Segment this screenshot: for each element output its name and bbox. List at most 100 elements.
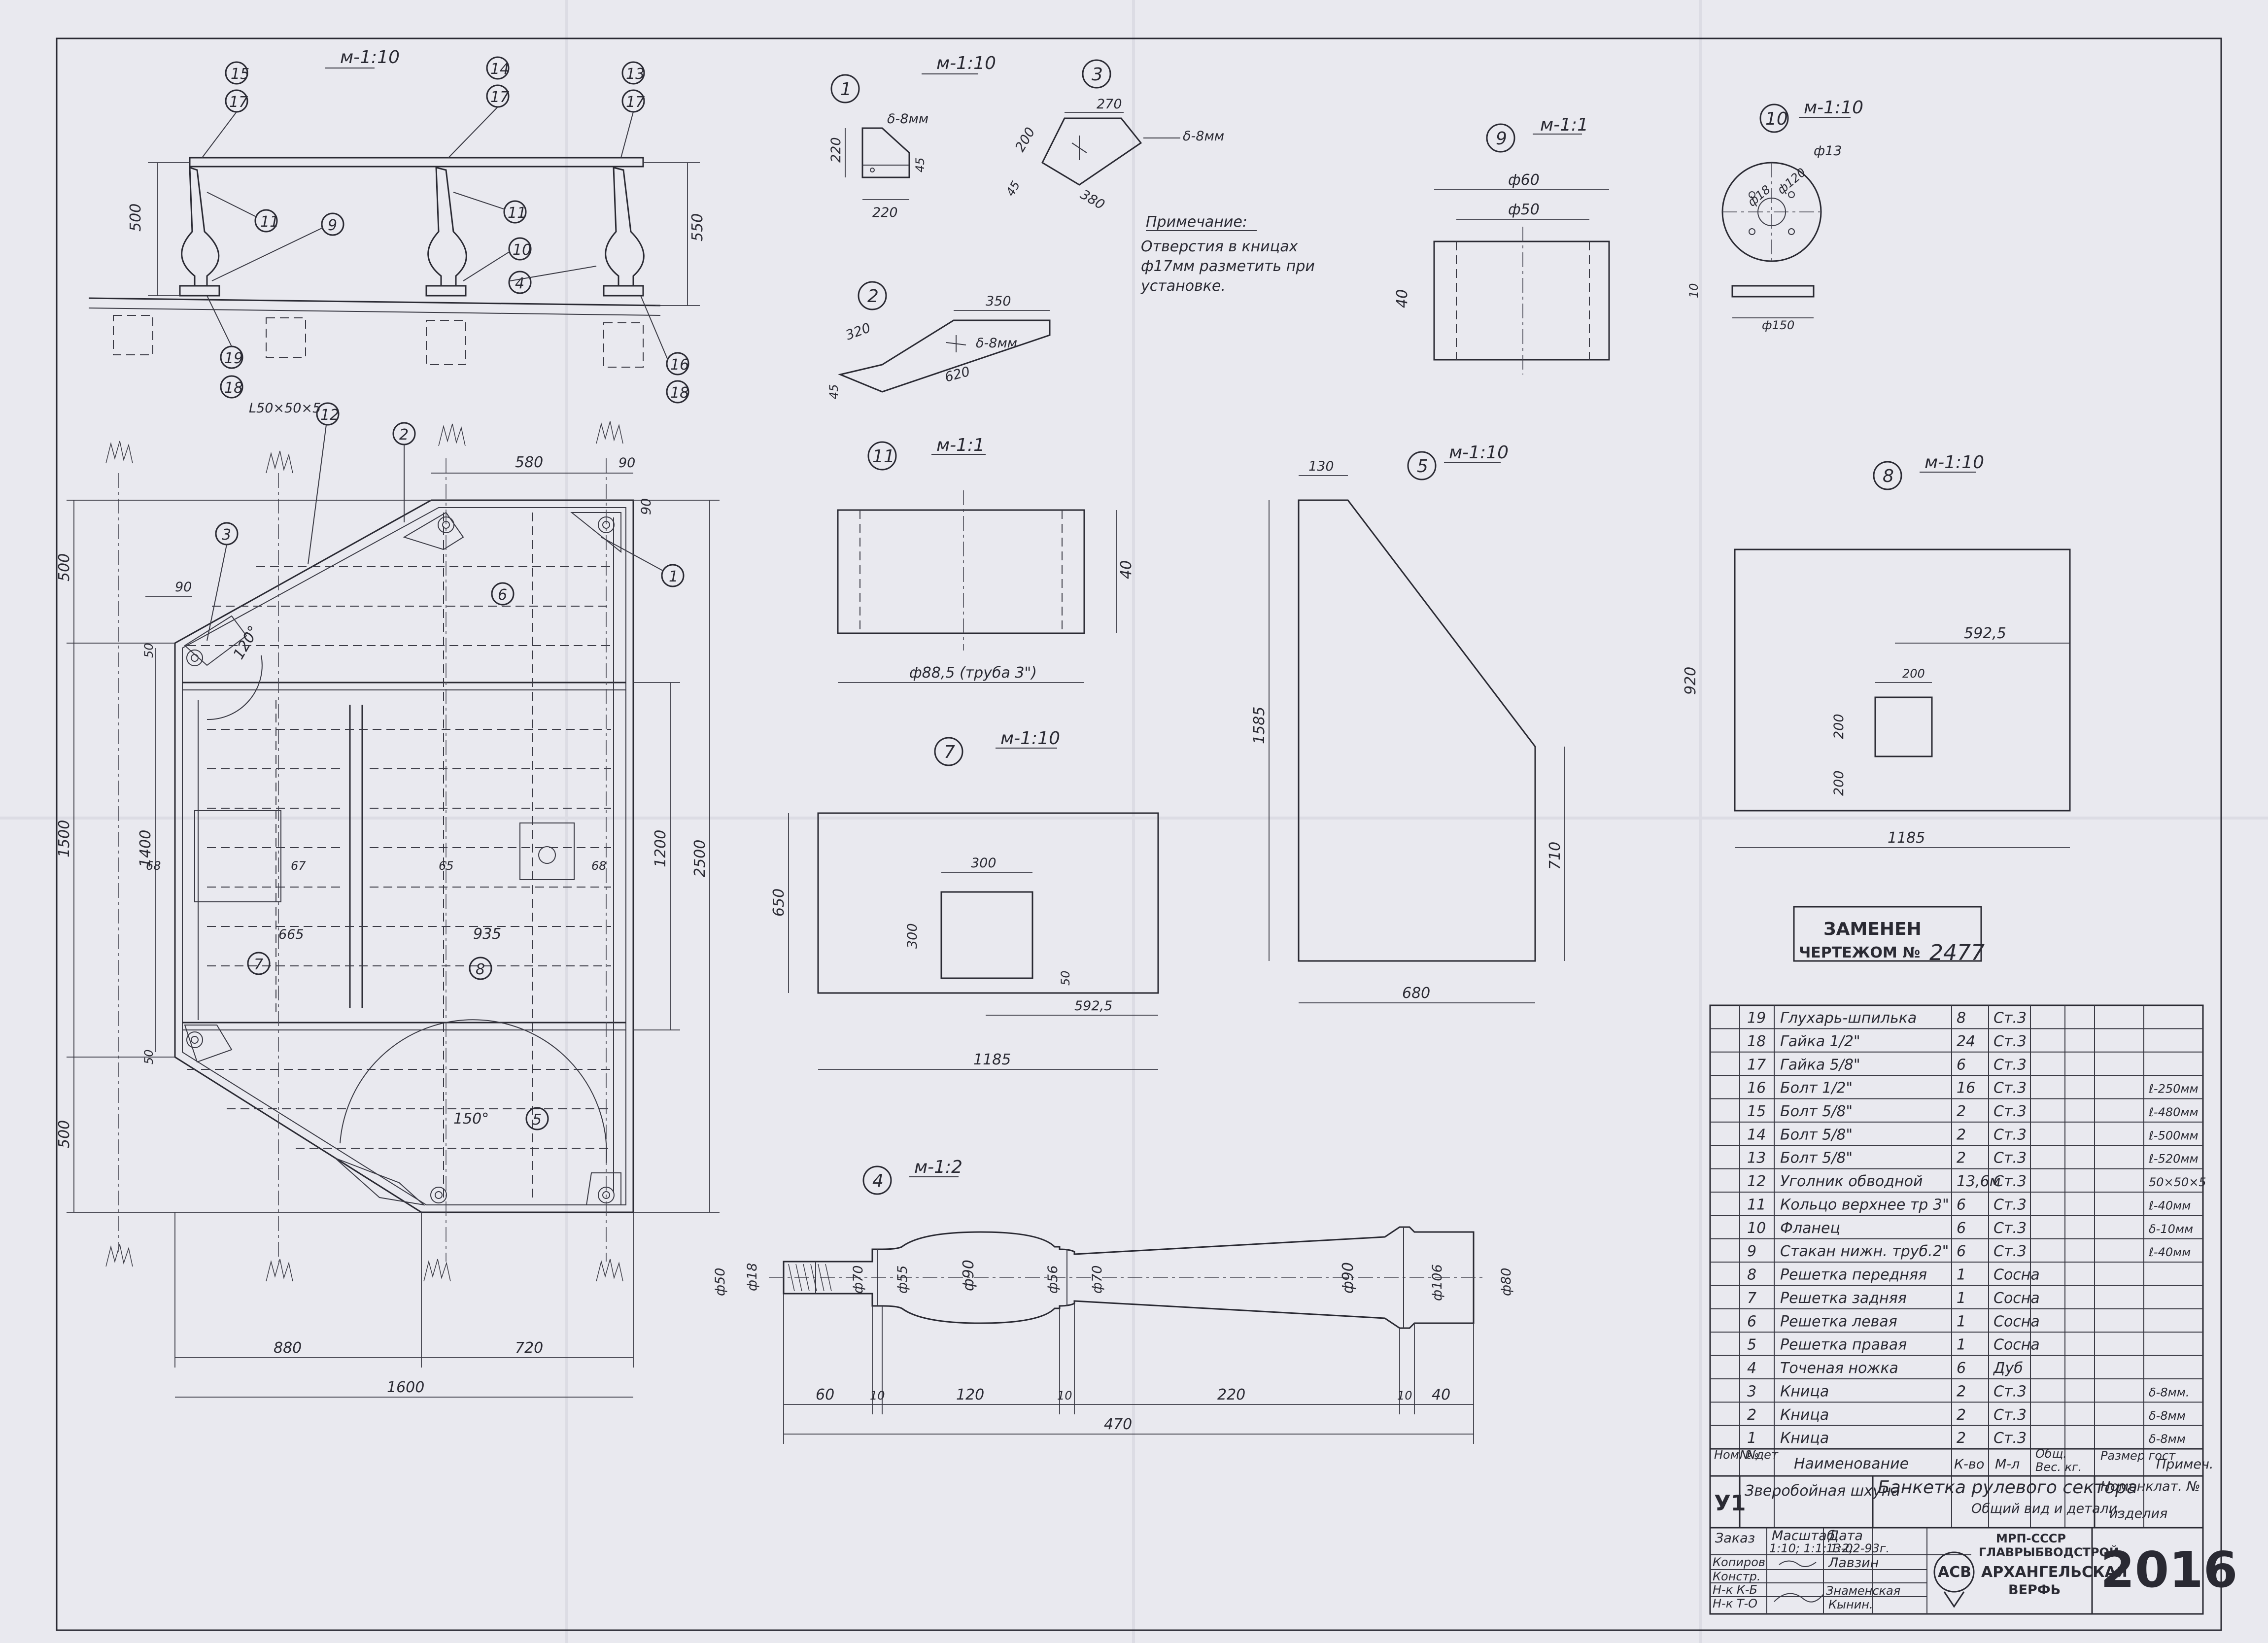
drawing-number: 2016	[2100, 1541, 2237, 1599]
svg-text:δ-8мм: δ-8мм	[1183, 129, 1224, 144]
part-name: Решетка левая	[1780, 1313, 1897, 1330]
svg-text:изделия: изделия	[2109, 1506, 2167, 1521]
svg-text:40: 40	[1394, 289, 1411, 308]
part-qty: 2	[1957, 1430, 1966, 1447]
svg-text:м-1:10: м-1:10	[1000, 728, 1060, 749]
detail-5: 5 м-1:10 130 1585 710 680	[1251, 443, 1565, 1003]
svg-text:Кынин.: Кынин.	[1828, 1598, 1873, 1611]
svg-text:установке.: установке.	[1140, 277, 1226, 295]
svg-text:10: 10	[513, 241, 531, 259]
svg-text:592,5: 592,5	[1074, 998, 1112, 1014]
part-name: Уголник обводной	[1780, 1173, 1923, 1190]
detail-3: 3 270 200 δ-8мм 45 380	[1003, 59, 1224, 213]
svg-text:МРП-СССР: МРП-СССР	[1996, 1532, 2066, 1545]
svg-text:200: 200	[1902, 667, 1925, 681]
part-number: 12	[1747, 1173, 1766, 1190]
part-name: Кница	[1780, 1383, 1829, 1400]
svg-text:ф60: ф60	[1508, 171, 1540, 189]
svg-text:ф90: ф90	[960, 1260, 977, 1291]
svg-text:68: 68	[146, 859, 161, 873]
detail-4: 4 м-1:2 ф50 ф18 ф70 ф55 ф90 ф56 ф70 ф90 …	[713, 1157, 1514, 1444]
svg-text:δ-8мм: δ-8мм	[887, 111, 928, 127]
svg-text:ГЛАВРЫБВОДСТРОЙ: ГЛАВРЫБВОДСТРОЙ	[1979, 1545, 2119, 1559]
svg-text:10: 10	[1057, 1389, 1072, 1403]
part-qty: 1	[1957, 1266, 1966, 1284]
part-number: 11	[1747, 1196, 1766, 1213]
part-number: 2	[1747, 1406, 1756, 1424]
part-qty: 6	[1957, 1196, 1966, 1213]
svg-text:м-1:1: м-1:1	[1540, 115, 1588, 135]
part-note: ℓ-250мм	[2148, 1082, 2199, 1096]
part-name: Болт 5/8"	[1780, 1150, 1853, 1167]
svg-text:1585: 1585	[1251, 707, 1268, 744]
part-name: Решетка задняя	[1780, 1290, 1907, 1307]
part-qty: 1	[1957, 1336, 1966, 1354]
part-material: Ст.3	[1993, 1173, 2027, 1190]
svg-text:720: 720	[515, 1339, 543, 1357]
svg-text:δ-8мм: δ-8мм	[976, 336, 1017, 351]
part-number: 10	[1747, 1220, 1766, 1237]
part-number: 18	[1747, 1033, 1766, 1050]
part-material: Сосна	[1993, 1290, 2040, 1307]
part-qty: 2	[1957, 1406, 1966, 1424]
svg-text:18: 18	[224, 379, 243, 397]
svg-text:Лавзин: Лавзин	[1828, 1555, 1879, 1571]
svg-text:ф88,5 (труба 3"): ф88,5 (труба 3")	[909, 664, 1037, 682]
svg-text:ВЕРФЬ: ВЕРФЬ	[2008, 1582, 2061, 1598]
drawing-frame	[56, 37, 2222, 1631]
svg-text:500: 500	[56, 1120, 73, 1148]
title-block: У1 Зверобойная шхуна Банкетка рулевого с…	[1709, 1475, 2237, 1615]
part-qty: 6	[1957, 1056, 1966, 1073]
svg-text:1185: 1185	[973, 1051, 1011, 1068]
part-number: 7	[1747, 1290, 1756, 1307]
svg-text:4: 4	[872, 1171, 884, 1191]
part-material: Ст.3	[1993, 1033, 2027, 1050]
part-number: 15	[1747, 1103, 1766, 1120]
detail-1: 1 м-1:10 δ-8мм 220 45 220	[828, 53, 996, 220]
svg-text:ф106: ф106	[1430, 1264, 1445, 1301]
svg-text:40: 40	[1432, 1386, 1450, 1403]
svg-text:45: 45	[913, 157, 927, 172]
part-name: Болт 1/2"	[1780, 1080, 1853, 1097]
svg-text:Банкетка рулевого сектора: Банкетка рулевого сектора	[1878, 1477, 2137, 1498]
svg-text:1400: 1400	[137, 830, 154, 867]
svg-text:8: 8	[476, 961, 485, 978]
scale-label: м-1:10	[340, 47, 400, 68]
svg-text:9: 9	[328, 217, 337, 234]
part-qty: 8	[1957, 1010, 1966, 1027]
svg-text:Номенклат. №: Номенклат. №	[2100, 1479, 2200, 1494]
svg-text:130: 130	[1308, 459, 1334, 474]
svg-text:№ дет: № дет	[1739, 1448, 1779, 1462]
part-material: Ст.3	[1993, 1103, 2027, 1120]
svg-text:м-1:2: м-1:2	[914, 1157, 962, 1177]
part-note: ℓ-500мм	[2148, 1129, 2199, 1142]
part-note: 50×50×5	[2149, 1175, 2206, 1189]
part-name: Стакан нижн. труб.2"	[1780, 1243, 1949, 1260]
svg-text:680: 680	[1402, 985, 1430, 1002]
svg-text:ЗАМЕНЕН: ЗАМЕНЕН	[1823, 919, 1922, 939]
part-note: δ-8мм	[2149, 1432, 2186, 1446]
part-note: δ-10мм	[2149, 1222, 2193, 1236]
part-material: Дуб	[1993, 1360, 2023, 1377]
svg-text:935: 935	[473, 925, 501, 943]
svg-text:60: 60	[816, 1386, 834, 1403]
part-name: Болт 5/8"	[1780, 1103, 1853, 1120]
part-qty: 1	[1957, 1313, 1966, 1330]
svg-text:Примеч.: Примеч.	[2156, 1457, 2214, 1472]
svg-text:300: 300	[905, 923, 920, 949]
svg-text:50: 50	[1059, 970, 1072, 986]
svg-text:1200: 1200	[652, 830, 669, 867]
svg-text:10: 10	[870, 1389, 885, 1403]
svg-text:1: 1	[669, 568, 678, 585]
svg-text:50: 50	[142, 1049, 156, 1064]
svg-text:К-во: К-во	[1954, 1457, 1984, 1472]
svg-text:350: 350	[986, 294, 1011, 309]
svg-text:Размер гост: Размер гост	[2100, 1449, 2176, 1463]
replaced-stamp: ЗАМЕНЕН ЧЕРТЕЖОМ № 2477	[1793, 906, 1985, 965]
svg-text:ф50: ф50	[1508, 201, 1540, 218]
svg-text:50: 50	[142, 643, 156, 658]
part-name: Кольцо верхнее тр 3"	[1780, 1196, 1949, 1213]
svg-text:1185: 1185	[1888, 829, 1925, 847]
part-note: δ-8мм.	[2149, 1385, 2189, 1399]
